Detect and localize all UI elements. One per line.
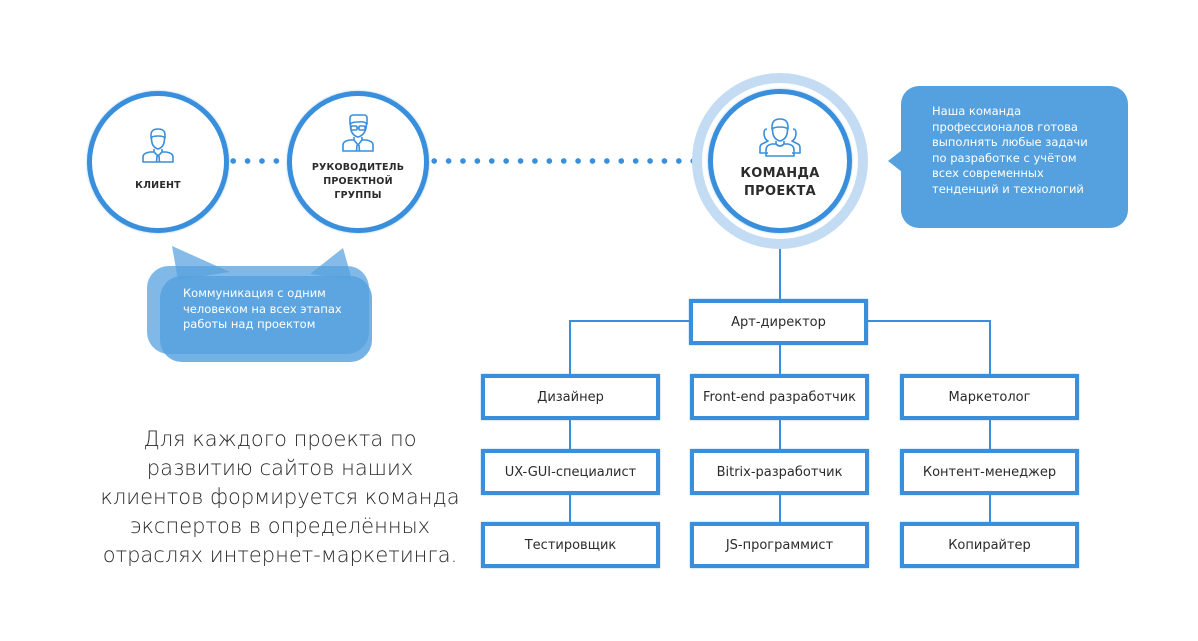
communication-bubble bbox=[160, 276, 372, 362]
line-col3-row2-row3 bbox=[989, 494, 991, 524]
manager-node: РУКОВОДИТЕЛЬ ПРОЕКТНОЙ ГРУППЫ bbox=[287, 91, 429, 233]
line-col3-row1-row2 bbox=[989, 420, 991, 451]
role-ux-gui-specialist: UX-GUI-специалист bbox=[481, 449, 660, 495]
role-frontend-developer: Front-end разработчик bbox=[690, 374, 869, 420]
role-tester: Тестировщик bbox=[481, 522, 660, 568]
role-marketer: Маркетолог bbox=[900, 374, 1079, 420]
role-art-director: Арт-директор bbox=[689, 299, 868, 345]
line-col2-row1-row2 bbox=[779, 420, 781, 451]
role-js-programmer: JS-программист bbox=[690, 522, 869, 568]
line-branch-left bbox=[569, 320, 571, 376]
team-bubble-pointer bbox=[888, 150, 902, 172]
connector-manager-team bbox=[427, 158, 693, 164]
manager-label: РУКОВОДИТЕЛЬ ПРОЕКТНОЙ ГРУППЫ bbox=[311, 162, 405, 201]
person-tie-icon bbox=[142, 128, 174, 163]
client-node: КЛИЕНТ bbox=[87, 91, 229, 233]
role-content-manager: Контент-менеджер bbox=[900, 449, 1079, 495]
role-designer: Дизайнер bbox=[481, 374, 660, 420]
person-glasses-icon bbox=[342, 114, 374, 152]
team-label: КОМАНДА ПРОЕКТА bbox=[740, 166, 820, 199]
team-bubble: Наша команда профессионалов готова выпол… bbox=[901, 86, 1128, 228]
intro-paragraph: Для каждого проекта по развитию сайтов н… bbox=[100, 427, 460, 567]
line-col1-row2-row3 bbox=[569, 494, 571, 524]
team-bubble-text: Наша команда профессионалов готова выпол… bbox=[932, 104, 1088, 196]
role-copywriter: Копирайтер bbox=[900, 522, 1079, 568]
group-icon bbox=[759, 118, 801, 157]
line-col1-row1-row2 bbox=[569, 420, 571, 451]
team-node: КОМАНДА ПРОЕКТА bbox=[708, 89, 852, 233]
role-bitrix-developer: Bitrix-разработчик bbox=[690, 449, 869, 495]
line-team-to-root bbox=[779, 249, 781, 301]
communication-bubble-text: Коммуникация с одним человеком на всех э… bbox=[183, 286, 342, 331]
line-col2-row2-row3 bbox=[779, 494, 781, 524]
line-branch-center bbox=[779, 345, 781, 376]
client-label: КЛИЕНТ bbox=[135, 180, 181, 191]
line-branch-right bbox=[989, 320, 991, 376]
connector-client-manager bbox=[226, 158, 289, 164]
